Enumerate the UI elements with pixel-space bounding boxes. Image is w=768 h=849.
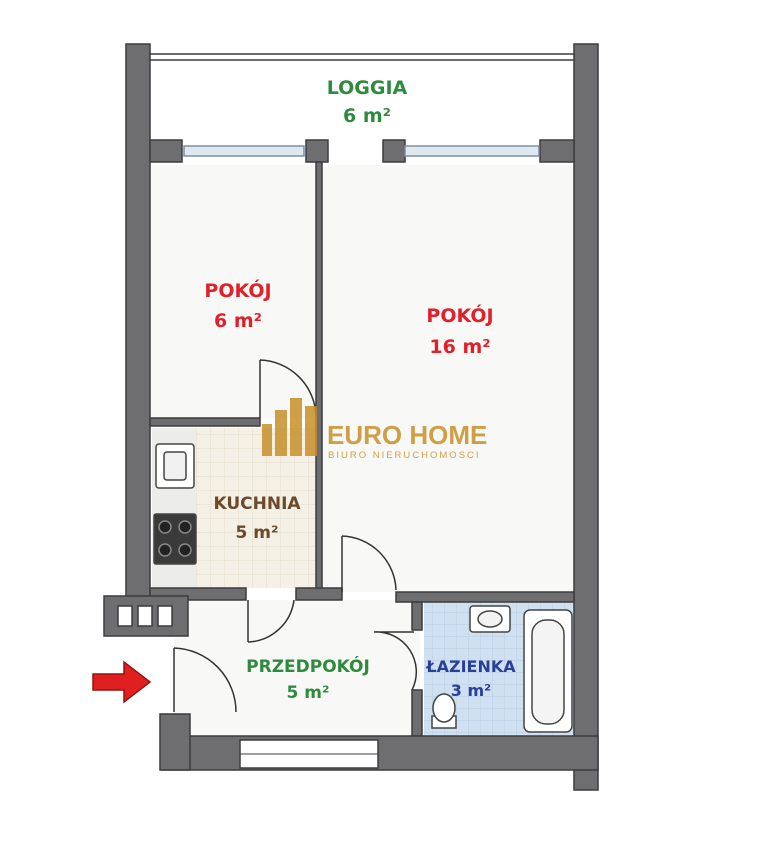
door-room-large bbox=[341, 535, 397, 592]
door-kitchen bbox=[247, 599, 295, 643]
hall-area: 5 m² bbox=[287, 683, 330, 703]
window bbox=[183, 145, 305, 157]
logo-subtitle: BIURO NIERUCHOMOSCI bbox=[328, 450, 481, 461]
kitchen-fixtures bbox=[153, 443, 197, 565]
burner bbox=[178, 520, 192, 534]
burner bbox=[178, 543, 192, 557]
hall-floor bbox=[174, 600, 420, 736]
wall-bath-left bbox=[411, 601, 423, 631]
logo-buildings-icon bbox=[262, 398, 317, 456]
loggia-floor bbox=[150, 60, 572, 140]
wall-bottom-left bbox=[159, 713, 191, 771]
door-entry bbox=[173, 647, 237, 713]
room-small-area: 6 m² bbox=[214, 310, 262, 332]
wall-left-outer bbox=[125, 43, 151, 598]
wall-hall-top bbox=[395, 591, 575, 603]
logo: EURO HOME BIURO NIERUCHOMOSCI bbox=[262, 398, 487, 461]
wall-room-kitchen bbox=[149, 417, 261, 427]
wall-loggia-front-left bbox=[149, 139, 183, 163]
room-small-floor bbox=[150, 165, 316, 418]
toilet-icon bbox=[432, 693, 456, 723]
room-small-name: POKÓJ bbox=[204, 278, 271, 302]
wall-room-divider bbox=[315, 161, 323, 593]
door-bathroom bbox=[373, 631, 418, 691]
vent-shaft bbox=[157, 605, 173, 627]
wall-kitchen-bottom-b bbox=[295, 587, 343, 601]
loggia-area: 6 m² bbox=[343, 105, 391, 127]
bathtub-inner bbox=[531, 619, 565, 725]
burner bbox=[158, 520, 172, 534]
wall-loggia-front-mid2 bbox=[382, 139, 406, 163]
logo-name: EURO HOME bbox=[327, 420, 487, 450]
wall-loggia-front-mid bbox=[305, 139, 329, 163]
hall-name: PRZEDPOKÓJ bbox=[246, 655, 370, 677]
wall-bottom bbox=[161, 735, 599, 771]
washbasin-bowl bbox=[477, 610, 503, 628]
wall-loggia-front-right bbox=[539, 139, 575, 163]
room-labels: LOGGIA 6 m² POKÓJ 6 m² POKÓJ 16 m² KUCHN… bbox=[204, 77, 516, 703]
loggia-name: LOGGIA bbox=[327, 77, 408, 99]
vent-shaft bbox=[117, 605, 133, 627]
room-large-area: 16 m² bbox=[429, 336, 490, 358]
burner bbox=[158, 543, 172, 557]
kitchen-area: 5 m² bbox=[236, 523, 279, 543]
vent-shafts bbox=[117, 605, 173, 627]
stove-icon bbox=[153, 513, 197, 565]
room-large-floor bbox=[322, 165, 574, 592]
room-large-name: POKÓJ bbox=[426, 303, 493, 327]
window-loggia-sill bbox=[149, 53, 575, 61]
window bbox=[404, 145, 540, 157]
wall-bath-left-b bbox=[411, 689, 423, 737]
bathroom-fixtures bbox=[431, 605, 573, 733]
bathroom-name: ŁAZIENKA bbox=[425, 657, 516, 676]
entry-arrow-icon bbox=[92, 660, 152, 704]
doors bbox=[173, 359, 418, 713]
floors bbox=[150, 60, 574, 736]
bathroom-area: 3 m² bbox=[451, 681, 491, 700]
kitchen-name: KUCHNIA bbox=[213, 494, 301, 514]
sink-basin bbox=[163, 451, 187, 481]
door-room-small bbox=[259, 359, 317, 418]
wall-right-outer bbox=[573, 43, 599, 791]
vent-shaft bbox=[137, 605, 153, 627]
